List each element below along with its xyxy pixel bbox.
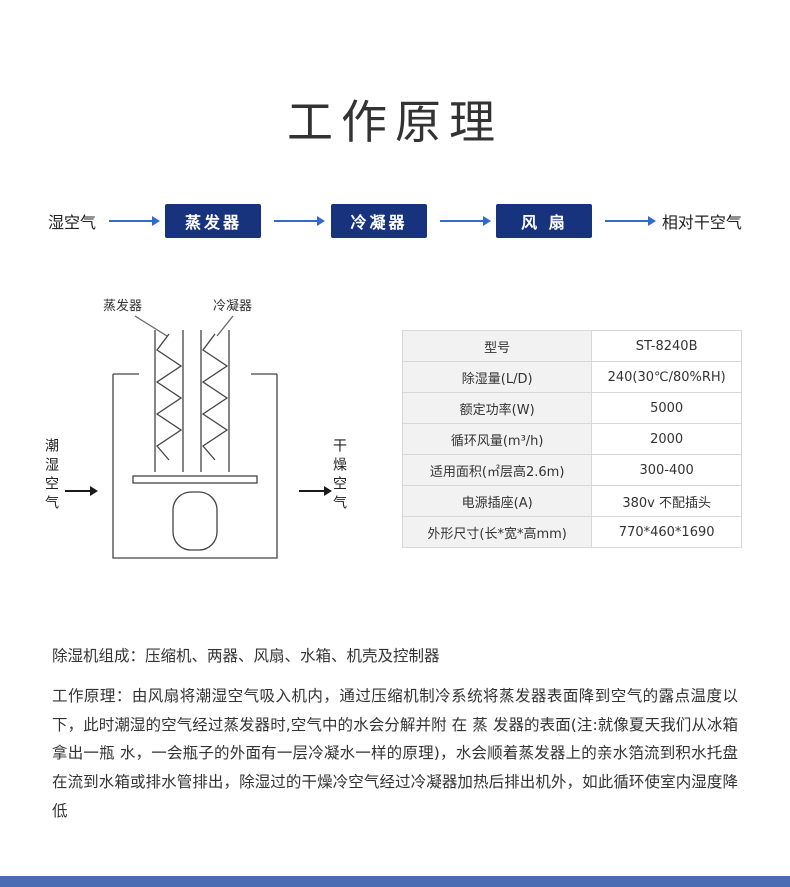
spec-value: 300-400 (591, 454, 742, 486)
dry-air-label: 干燥空气 (331, 438, 347, 514)
spec-value: 770*460*1690 (591, 516, 742, 548)
spec-label: 循环风量(m³/h) (401, 423, 593, 455)
table-row: 型号 ST-8240B (401, 330, 742, 362)
content-row: 潮湿空气 蒸发器 冷凝器 (30, 296, 742, 586)
spec-label: 外形尺寸(长*宽*高mm) (401, 516, 593, 548)
table-row: 除湿量(L/D) 240(30℃/80%RH) (401, 361, 742, 393)
evaporator-coil (155, 333, 183, 461)
spec-table-wrap: 型号 ST-8240B 除湿量(L/D) 240(30℃/80%RH) 额定功率… (401, 330, 742, 548)
flow-end-label: 相对干空气 (661, 213, 742, 232)
composition-text: 除湿机组成：压缩机、两器、风扇、水箱、机壳及控制器 (52, 647, 440, 665)
spec-label: 适用面积(㎡层高2.6m) (401, 454, 593, 486)
table-row: 外形尺寸(长*宽*高mm) 770*460*1690 (401, 516, 742, 548)
spec-label: 额定功率(W) (401, 392, 593, 424)
flow-step-condenser: 冷凝器 (330, 204, 427, 238)
water-tank (172, 491, 218, 551)
working-principle-text: 工作原理：由风扇将潮湿空气吸入机内，通过压缩机制冷系统将蒸发器表面降到空气的露点… (52, 687, 738, 820)
airflow-process-row: 湿空气 蒸发器 冷凝器 风 扇 相对干空气 (48, 204, 742, 238)
right-arrow-icon (439, 216, 491, 226)
outflow-arrow-icon (299, 486, 332, 496)
footer-bar (0, 876, 790, 887)
table-row: 电源插座(A) 380v 不配插头 (401, 485, 742, 517)
table-row: 循环风量(m³/h) 2000 (401, 423, 742, 455)
page-title: 工作原理 (287, 95, 503, 149)
spec-value: 2000 (591, 423, 742, 455)
evaporator-label: 蒸发器 (103, 298, 142, 314)
flow-step-fan: 风 扇 (496, 204, 593, 238)
table-row: 适用面积(㎡层高2.6m) 300-400 (401, 454, 742, 486)
right-arrow-icon (274, 216, 326, 226)
spec-label: 除湿量(L/D) (401, 361, 593, 393)
spec-label: 电源插座(A) (401, 485, 593, 517)
dehumidifier-cross-section: 蒸发器 冷凝器 (103, 298, 278, 559)
condenser-coil (201, 333, 229, 461)
spec-value: ST-8240B (591, 330, 742, 362)
inflow-arrow-icon (65, 486, 98, 496)
flow-start-label: 湿空气 (48, 213, 97, 232)
spec-value: 240(30℃/80%RH) (591, 361, 742, 393)
humid-air-label: 潮湿空气 (43, 438, 59, 514)
right-arrow-icon (605, 216, 657, 226)
casing-outline (112, 373, 278, 559)
drip-tray (132, 475, 258, 484)
spec-label: 型号 (401, 330, 593, 362)
spec-table: 型号 ST-8240B 除湿量(L/D) 240(30℃/80%RH) 额定功率… (401, 330, 742, 548)
condenser-label: 冷凝器 (213, 298, 252, 314)
flow-step-evaporator: 蒸发器 (165, 204, 262, 238)
machine-schematic: 潮湿空气 蒸发器 冷凝器 (30, 296, 360, 586)
spec-value: 5000 (591, 392, 742, 424)
spec-value: 380v 不配插头 (591, 485, 742, 517)
right-arrow-icon (108, 216, 160, 226)
table-row: 额定功率(W) 5000 (401, 392, 742, 424)
